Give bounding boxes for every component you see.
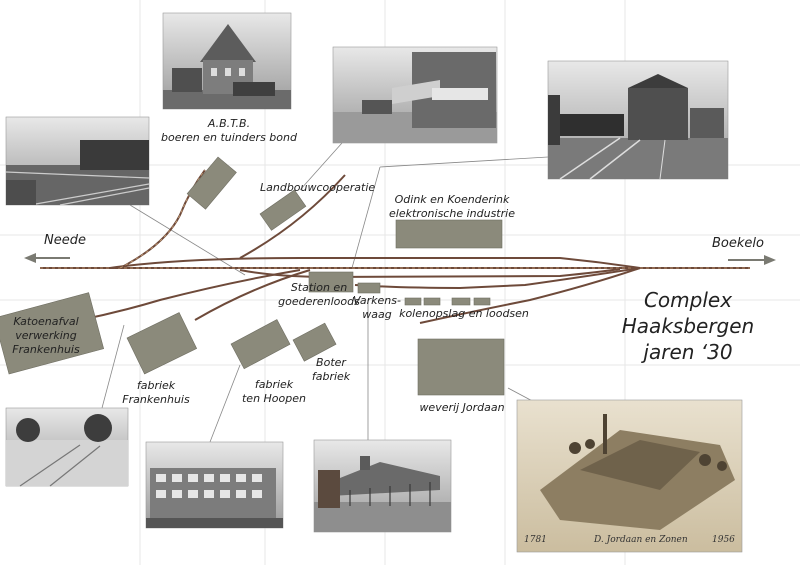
photo-abtb [162, 12, 292, 110]
building-abtb [186, 156, 237, 210]
labels: Neede Boekelo A.B.T.B. boeren en tuinder… [12, 117, 764, 414]
katoen-siding [79, 269, 301, 321]
arrow-to-neede [24, 253, 70, 263]
title-line-3: jaren ‘30 [640, 340, 732, 364]
label-katoenafval-3: Frankenhuis [12, 343, 80, 356]
label-katoenafval-1: Katoenafval [13, 315, 78, 328]
photo-frankenhuis [5, 407, 129, 487]
photo-weverij-jordaan: 1781 D. Jordaan en Zonen 1956 [516, 399, 743, 553]
label-neede: Neede [44, 233, 86, 248]
building-odink-koenderink [395, 219, 503, 249]
label-varkenswaag-1: Varkens- [353, 294, 401, 307]
jordaan-signature: D. Jordaan en Zonen [593, 535, 688, 545]
label-ten-hoopen-2: ten Hoopen [242, 392, 306, 405]
landbouw-siding [239, 174, 346, 259]
title-line-2: Haaksbergen [622, 314, 754, 338]
passing-track [109, 257, 641, 269]
label-katoenafval-2: verwerking [15, 329, 76, 342]
label-abtb-1: A.B.T.B. [207, 117, 250, 130]
label-varkenswaag-2: waag [362, 308, 391, 321]
label-frankenhuis-2: Frankenhuis [122, 393, 190, 406]
label-boterfabriek-2: fabriek [312, 370, 351, 383]
kolen-siding [354, 267, 641, 290]
building-station [308, 271, 354, 293]
photo-landbouwcooperatie [332, 46, 498, 144]
label-station-2: goederenloods [278, 295, 360, 308]
building-weverij-jordaan [417, 338, 505, 396]
building-varkenswaag [357, 282, 381, 294]
title-line-1: Complex [644, 288, 732, 312]
building-katoenafval [0, 292, 105, 375]
label-weverij-jordaan: weverij Jordaan [419, 401, 504, 414]
photo-track-west [5, 116, 150, 206]
building-fabriek-ten-hoopen [230, 319, 291, 370]
arrow-to-boekelo [728, 255, 776, 265]
jordaan-siding [419, 267, 641, 324]
label-station-1: Station en [291, 281, 347, 294]
jordaan-year-end: 1956 [712, 535, 735, 545]
label-odink-2: elektronische industrie [389, 207, 515, 220]
label-boterfabriek-1: Boter [316, 356, 347, 369]
building-landbouwcooperatie [259, 189, 307, 231]
label-odink-1: Odink en Koenderink [395, 193, 510, 206]
label-abtb-2: boeren en tuinders bond [161, 131, 298, 144]
photo-boterfabriek [313, 439, 452, 533]
photo-ten-hoopen [145, 441, 284, 529]
building-fabriek-frankenhuis [126, 312, 198, 375]
photo-station [547, 60, 729, 180]
label-landbouwcooperatie: Landbouwcooperatie [260, 181, 375, 194]
label-frankenhuis-1: fabriek [137, 379, 176, 392]
building-kolenopslag [404, 297, 491, 306]
leader-lines [101, 142, 549, 443]
buildings [0, 156, 505, 396]
label-ten-hoopen-1: fabriek [255, 378, 294, 391]
building-boterfabriek [292, 322, 337, 362]
label-kolenopslag: kolenopslag en loodsen [399, 307, 529, 320]
jordaan-year-start: 1781 [524, 535, 547, 545]
frankenhuis-siding [194, 269, 311, 321]
label-boekelo: Boekelo [712, 236, 764, 251]
